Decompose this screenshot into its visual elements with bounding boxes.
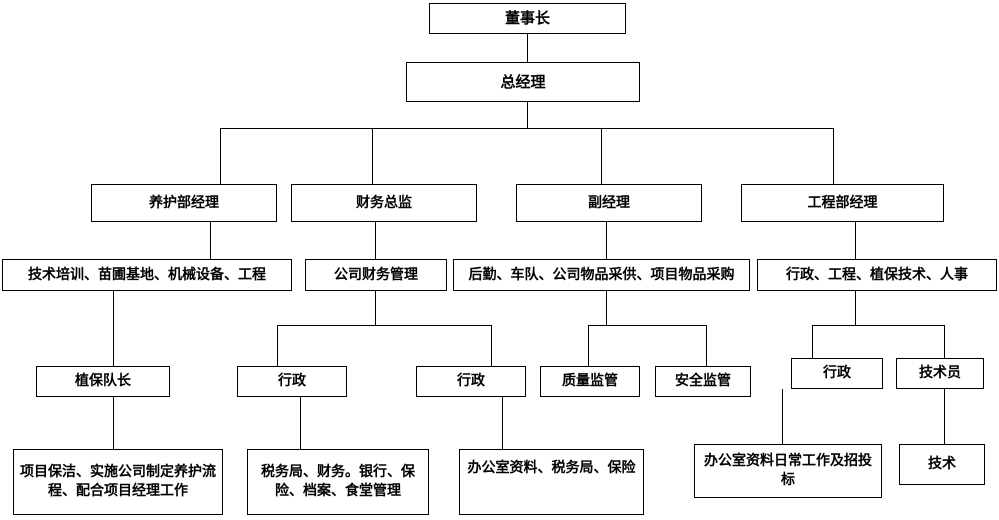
node-engineering-duties[interactable]: 行政、工程、植保技术、人事 [757, 259, 997, 291]
connector-bus-to-admin-engineering [812, 325, 813, 358]
node-technician[interactable]: 技术员 [896, 358, 984, 389]
connector-maintenance-manager-to-duties [210, 221, 211, 263]
node-technician-label: 技术员 [919, 365, 961, 382]
connector-bus-to-quality-supervisor [588, 325, 589, 366]
connector-plant-leader-to-duties [113, 397, 114, 449]
node-admin-engineering-label: 行政 [823, 365, 851, 382]
node-maintenance-duties-label: 技术培训、苗圃基地、机械设备、工程 [28, 266, 266, 283]
node-maintenance-manager[interactable]: 养护部经理 [91, 184, 277, 222]
node-technician-duties-label: 技术 [928, 456, 956, 473]
node-admin-finance-a-label: 行政 [278, 373, 306, 390]
node-plant-protection-duties-label: 项目保洁、实施公司制定养护流程、配合项目经理工作 [20, 464, 216, 499]
node-technician-duties[interactable]: 技术 [899, 444, 985, 485]
connector-admin-engineering-to-duties [782, 389, 783, 444]
node-deputy-manager-label: 副经理 [588, 194, 630, 211]
connector-deputy-manager-to-duties [606, 221, 607, 263]
node-plant-protection-leader[interactable]: 植保队长 [36, 366, 170, 397]
node-admin-finance-b-label: 行政 [457, 373, 485, 390]
node-finance-director[interactable]: 财务总监 [291, 184, 477, 222]
node-quality-supervisor-label: 质量监管 [562, 373, 618, 390]
node-safety-supervisor[interactable]: 安全监管 [655, 366, 751, 397]
node-maintenance-manager-label: 养护部经理 [149, 194, 219, 211]
connector-bus-to-engineering-manager [833, 128, 834, 185]
node-maintenance-duties[interactable]: 技术培训、苗圃基地、机械设备、工程 [2, 259, 292, 291]
connector-bus-to-technician [944, 325, 945, 358]
node-finance-director-label: 财务总监 [356, 194, 412, 211]
connector-deputy-duties-drop [606, 291, 607, 326]
node-admin-engineering-duties[interactable]: 办公室资料日常工作及招投标 [694, 444, 882, 498]
node-engineering-manager-label: 工程部经理 [807, 194, 878, 211]
connector-engineering-manager-to-duties [855, 221, 856, 263]
connector-level3-bus [220, 128, 834, 129]
connector-technician-to-duties [944, 389, 945, 444]
node-engineering-duties-label: 行政、工程、植保技术、人事 [786, 266, 968, 283]
node-chairman[interactable]: 董事长 [429, 3, 626, 34]
connector-bus-to-admin-finance-b [491, 325, 492, 366]
connector-bus-to-maintenance-manager [220, 128, 221, 185]
node-deputy-duties-label: 后勤、车队、公司物品采供、项目物品采购 [468, 266, 735, 283]
node-chairman-label: 董事长 [504, 9, 550, 28]
connector-bus-to-deputy-manager [601, 128, 602, 185]
node-admin-engineering[interactable]: 行政 [791, 358, 883, 389]
node-general-manager-label: 总经理 [500, 72, 546, 91]
connector-admin-finance-a-to-duties [300, 397, 301, 449]
node-admin-finance-b[interactable]: 行政 [416, 366, 526, 397]
node-admin-finance-a-duties[interactable]: 税务局、财务。银行、保险、档案、食堂管理 [247, 449, 429, 515]
connector-bus-to-safety-supervisor [706, 325, 707, 366]
connector-maintenance-duties-to-plant-leader [113, 291, 114, 366]
connector-engineering-duties-drop [855, 291, 856, 326]
node-finance-duties-label: 公司财务管理 [334, 266, 418, 283]
connector-finance-duties-drop [375, 291, 376, 326]
node-deputy-manager[interactable]: 副经理 [516, 184, 702, 222]
node-finance-duties[interactable]: 公司财务管理 [305, 259, 447, 291]
connector-chairman-to-gm [527, 33, 528, 63]
connector-bus-to-finance-director [372, 128, 373, 185]
node-admin-engineering-duties-label: 办公室资料日常工作及招投标 [704, 453, 872, 488]
node-general-manager[interactable]: 总经理 [406, 62, 640, 102]
node-engineering-manager[interactable]: 工程部经理 [741, 184, 944, 222]
connector-gm-drop [527, 101, 528, 129]
connector-finance-director-to-duties [375, 221, 376, 263]
node-quality-supervisor[interactable]: 质量监管 [540, 366, 640, 397]
connector-admin-finance-b-to-duties [502, 397, 503, 449]
node-admin-finance-b-duties-label: 办公室资料、税务局、保险 [467, 460, 636, 476]
node-plant-protection-duties[interactable]: 项目保洁、实施公司制定养护流程、配合项目经理工作 [13, 449, 223, 515]
node-admin-finance-a-duties-label: 税务局、财务。银行、保险、档案、食堂管理 [261, 464, 415, 499]
node-admin-finance-b-duties[interactable]: 办公室资料、税务局、保险 [459, 449, 644, 515]
connector-bus-to-admin-finance-a [277, 325, 278, 366]
node-deputy-duties[interactable]: 后勤、车队、公司物品采供、项目物品采购 [453, 259, 750, 291]
connector-deputy-children-bus [588, 325, 706, 326]
node-plant-protection-leader-label: 植保队长 [75, 373, 131, 390]
node-safety-supervisor-label: 安全监管 [675, 373, 731, 390]
connector-engineering-children-bus [812, 325, 944, 326]
node-admin-finance-a[interactable]: 行政 [237, 366, 347, 397]
connector-finance-children-bus [277, 325, 491, 326]
